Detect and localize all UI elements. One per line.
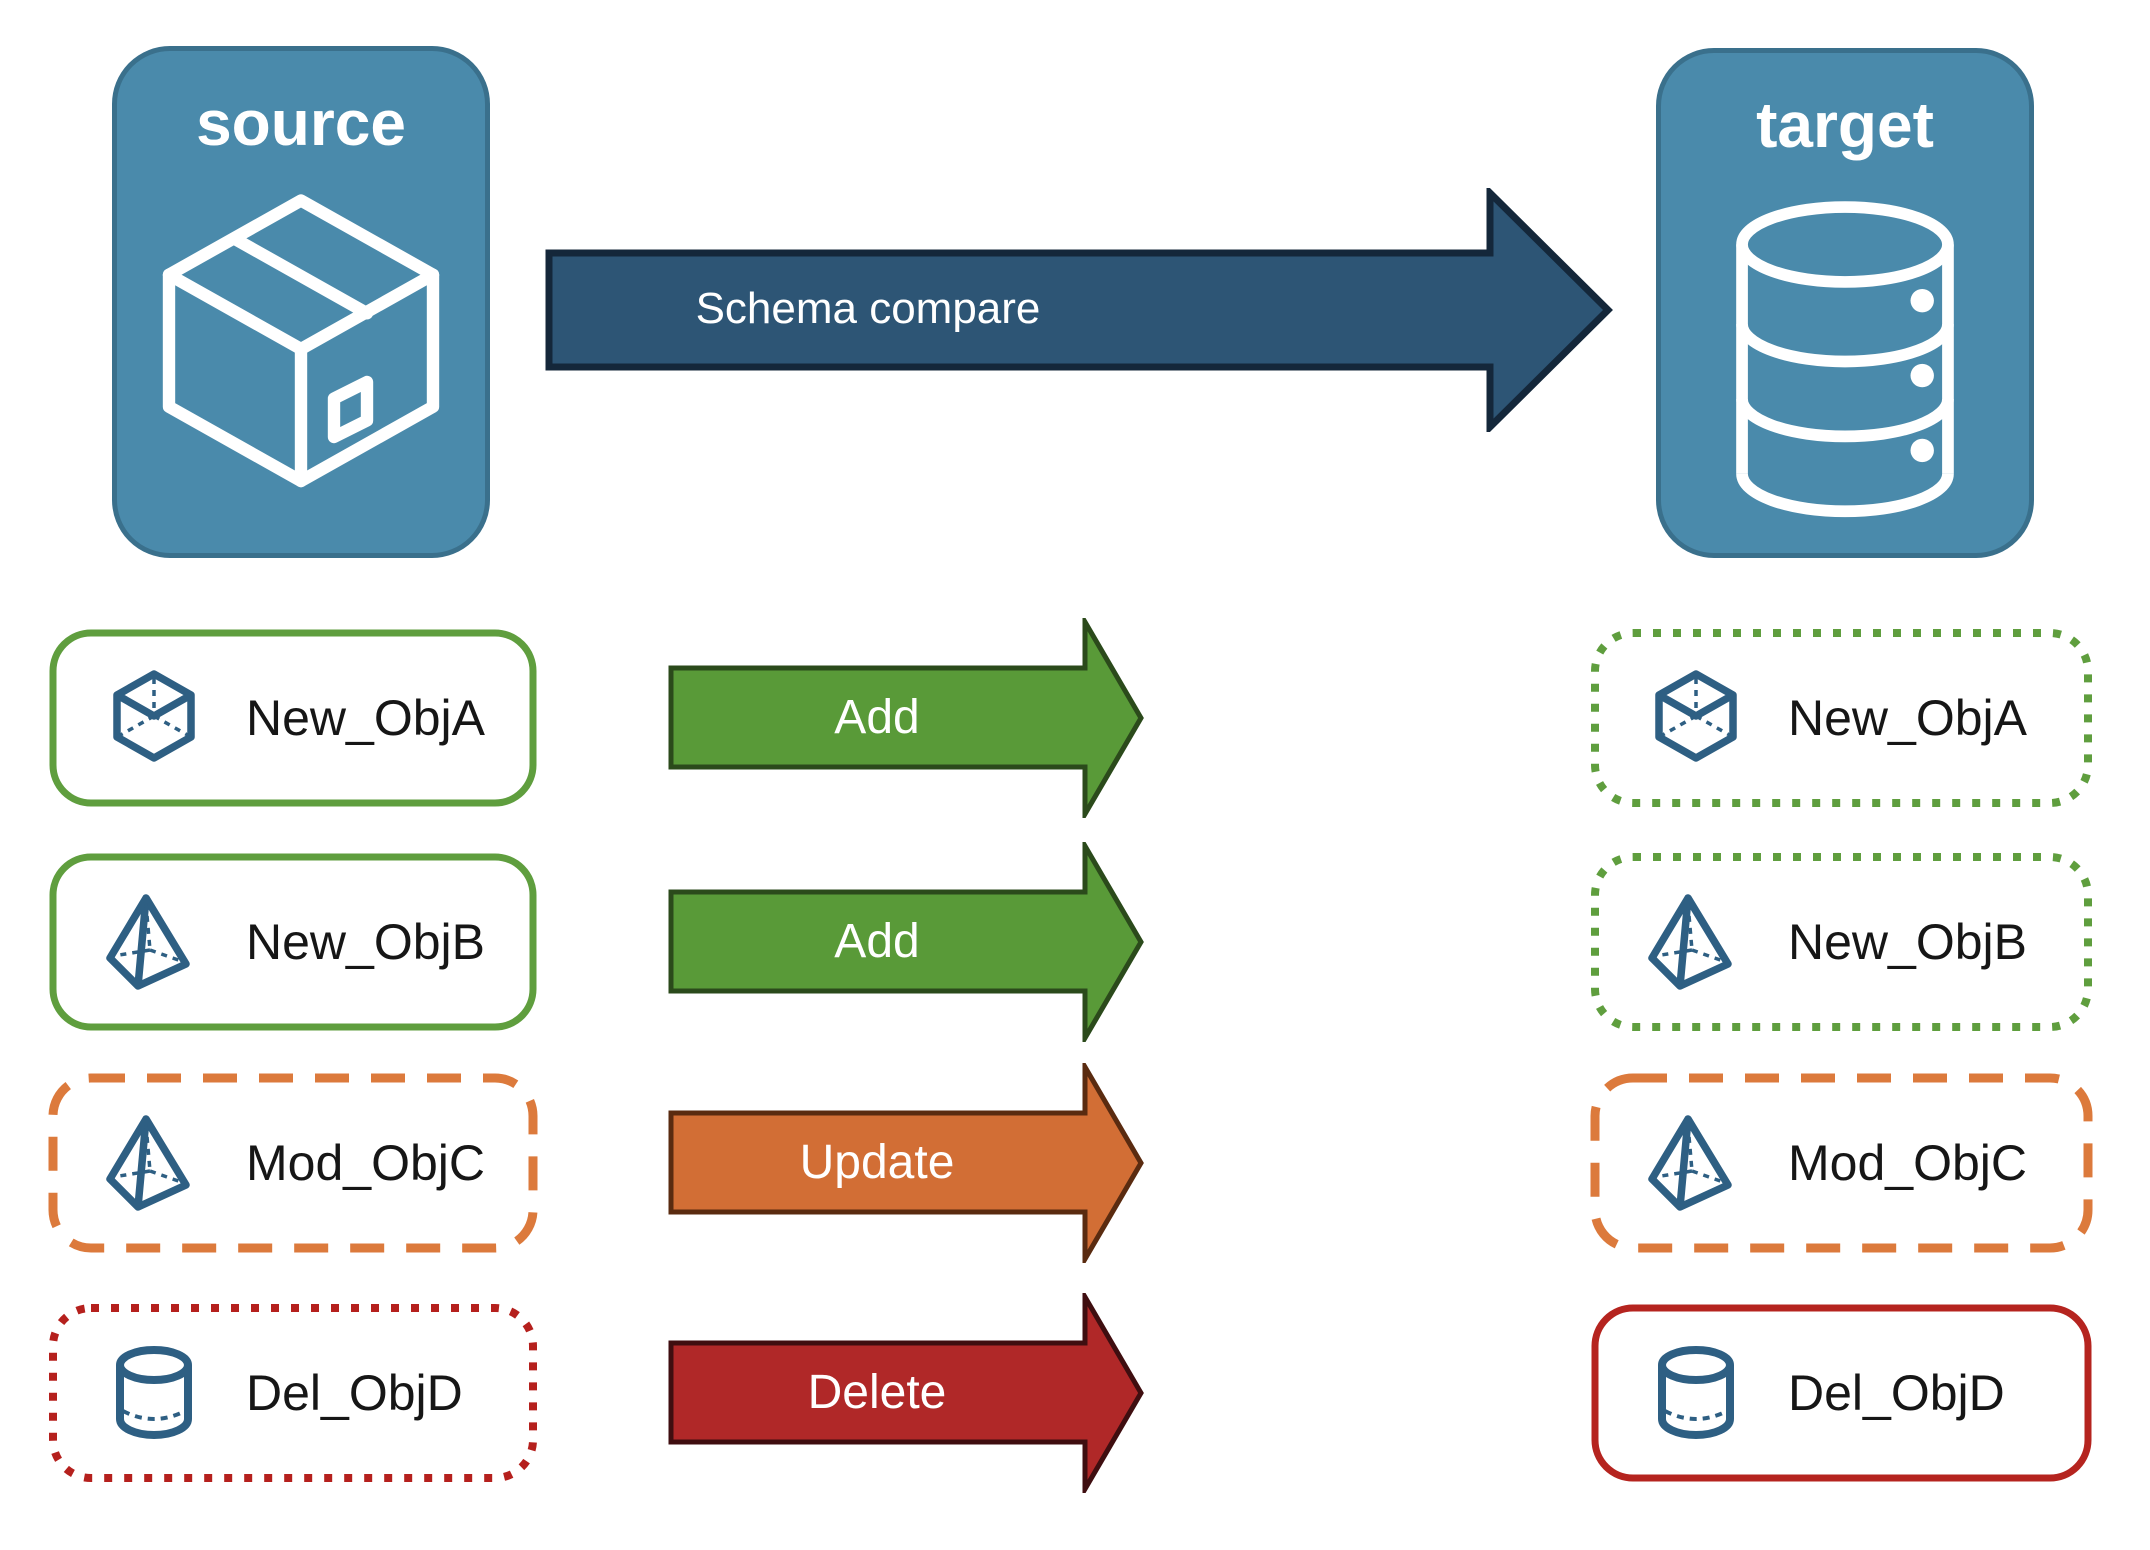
source-node: source <box>112 46 490 558</box>
delete-arrow-label: Delete <box>807 1366 947 1419</box>
pyramid-icon <box>104 892 204 992</box>
target-node: target <box>1656 48 2034 558</box>
object-label: New_ObjB <box>1788 914 2027 970</box>
object-label: New_ObjB <box>246 914 485 970</box>
database-icon <box>1700 179 1990 553</box>
source-object-del-objd: Del_ObjD <box>48 1303 538 1483</box>
add-arrow-shape <box>668 842 1144 1042</box>
cube-icon <box>1646 668 1746 768</box>
target-label: target <box>1756 89 1934 161</box>
schema-compare-arrow: Schema compare <box>545 188 1613 432</box>
cube-icon <box>104 668 204 768</box>
object-label: Del_ObjD <box>246 1365 463 1421</box>
object-label: New_ObjA <box>246 690 485 746</box>
update-arrow: Update <box>668 1063 1144 1263</box>
add-arrow-shape <box>668 618 1144 818</box>
update-arrow-shape <box>668 1063 1144 1263</box>
add-arrow: Add <box>668 618 1144 818</box>
object-label: Mod_ObjC <box>246 1135 485 1191</box>
add-arrow-label: Add <box>834 691 920 744</box>
update-arrow-label: Update <box>799 1136 955 1189</box>
cylinder-icon <box>1646 1343 1746 1443</box>
schema-compare-arrow-shape <box>545 188 1613 432</box>
source-object-mod-objc: Mod_ObjC <box>48 1073 538 1253</box>
pyramid-icon <box>1646 1113 1746 1213</box>
object-label: Mod_ObjC <box>1788 1135 2027 1191</box>
object-label: New_ObjA <box>1788 690 2027 746</box>
package-icon <box>136 173 466 503</box>
add-arrow-label: Add <box>834 915 920 968</box>
delete-arrow-shape <box>668 1293 1144 1493</box>
source-object-new-obja: New_ObjA <box>48 628 538 808</box>
schema-compare-label: Schema compare <box>695 283 1041 333</box>
object-label: Del_ObjD <box>1788 1365 2005 1421</box>
cylinder-icon <box>104 1343 204 1443</box>
target-object-del-objd: Del_ObjD <box>1590 1303 2093 1483</box>
source-label: source <box>196 87 406 159</box>
add-arrow: Add <box>668 842 1144 1042</box>
target-object-new-obja: New_ObjA <box>1590 628 2093 808</box>
pyramid-icon <box>1646 892 1746 992</box>
source-object-new-objb: New_ObjB <box>48 852 538 1032</box>
delete-arrow: Delete <box>668 1293 1144 1493</box>
pyramid-icon <box>104 1113 204 1213</box>
target-object-new-objb: New_ObjB <box>1590 852 2093 1032</box>
target-object-mod-objc: Mod_ObjC <box>1590 1073 2093 1253</box>
